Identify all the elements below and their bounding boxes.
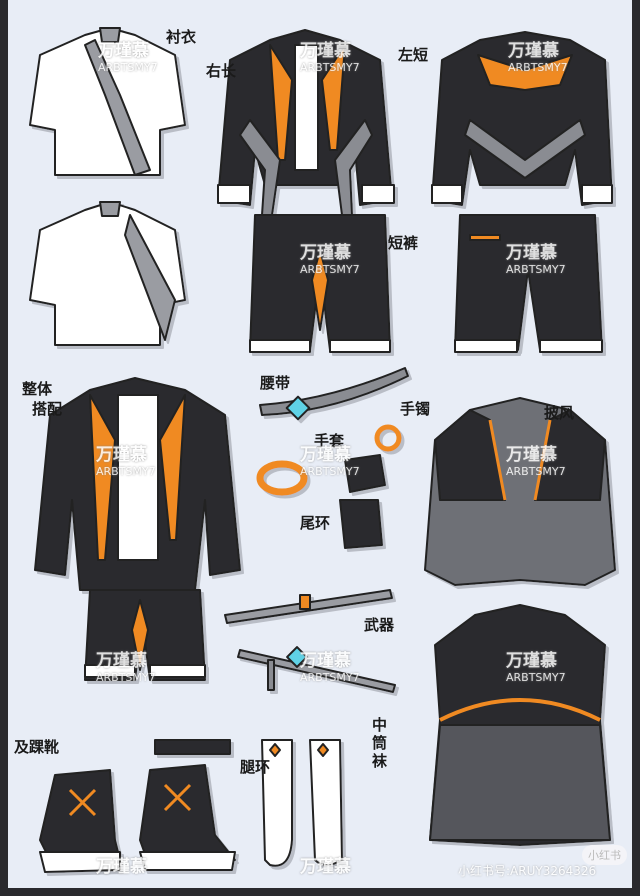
- watermark-id: ARBTSMY7: [98, 61, 158, 74]
- watermark-id: ARBTSMY7: [96, 465, 156, 478]
- watermark: 万瑾慕: [300, 852, 351, 877]
- watermark-name: 万瑾慕: [506, 243, 557, 263]
- shirt-back-drawing: [29, 201, 186, 346]
- label-belt: 腰带: [260, 374, 291, 392]
- label-weapon: 武器: [364, 616, 395, 634]
- bracelet-drawing: [374, 424, 402, 452]
- shirt-front-drawing: [29, 27, 186, 176]
- label-full-outfit-line1: 整体: [22, 380, 53, 398]
- outfit-design-sheet: 衬衣 右长 左短 短裤 整体 搭配 腰带 手镯 手套 尾环 披风 武器 中筒袜 …: [8, 0, 632, 888]
- socks-drawing: [261, 739, 343, 867]
- label-boots: 及踝靴: [14, 738, 60, 756]
- watermark-name: 万瑾慕: [506, 651, 557, 671]
- watermark-id: ARBTSMY7: [506, 671, 566, 684]
- label-full-outfit-line2: 搭配: [32, 400, 63, 418]
- weapon-drawing: [224, 589, 396, 693]
- belt-drawing: [259, 367, 409, 421]
- boots-drawing: [39, 764, 236, 873]
- watermark-name: 万瑾慕: [508, 41, 559, 61]
- watermark-id: ARBTSMY7: [508, 61, 568, 74]
- label-right-long: 右长: [206, 62, 237, 80]
- watermark-name: 万瑾慕: [300, 41, 351, 61]
- watermark-name: 万瑾慕: [98, 41, 149, 61]
- watermark-id: ARBTSMY7: [96, 671, 156, 684]
- watermark: 万瑾慕: [96, 852, 147, 877]
- watermark-name: 万瑾慕: [300, 857, 351, 877]
- label-shorts: 短裤: [388, 234, 419, 252]
- label-leg-ring: 腿环: [240, 758, 271, 776]
- watermark-name: 万瑾慕: [96, 651, 147, 671]
- watermark-id: ARBTSMY7: [300, 671, 360, 684]
- watermark-name: 万瑾慕: [96, 857, 147, 877]
- cape-front-drawing: [424, 397, 616, 586]
- tail-ring-drawing: [256, 460, 308, 496]
- full-outfit-drawing: [34, 377, 241, 681]
- watermark-name: 万瑾慕: [300, 445, 351, 465]
- watermark-name: 万瑾慕: [506, 445, 557, 465]
- gloves-drawing: [339, 454, 386, 549]
- shorts-front-drawing: [249, 214, 391, 353]
- watermark-name: 万瑾慕: [96, 445, 147, 465]
- label-gloves: 手套: [314, 432, 345, 450]
- label-socks: 中筒袜: [372, 716, 388, 770]
- leg-ring-drawing: [154, 739, 231, 755]
- platform-badge: 小红书: [582, 845, 627, 865]
- label-bracelet: 手镯: [400, 400, 431, 418]
- watermark-id: ARBTSMY7: [506, 465, 566, 478]
- label-tail-ring: 尾环: [300, 514, 331, 532]
- watermark-id: ARBTSMY7: [300, 263, 360, 276]
- label-cape: 披风: [544, 404, 575, 422]
- account-id: 小红书号:ARUY3264326: [458, 864, 597, 878]
- label-shirt: 衬衣: [166, 28, 197, 46]
- cape-back-drawing: [429, 604, 611, 846]
- label-left-short: 左短: [398, 46, 429, 64]
- watermark-id: ARBTSMY7: [300, 61, 360, 74]
- jacket-back-drawing: [431, 31, 613, 206]
- watermark-id: ARBTSMY7: [506, 263, 566, 276]
- watermark-name: 万瑾慕: [300, 243, 351, 263]
- watermark-id: ARBTSMY7: [300, 465, 360, 478]
- jacket-front-drawing: [217, 29, 395, 216]
- illustration: [29, 27, 616, 873]
- shorts-back-drawing: [454, 214, 603, 353]
- watermark-name: 万瑾慕: [300, 651, 351, 671]
